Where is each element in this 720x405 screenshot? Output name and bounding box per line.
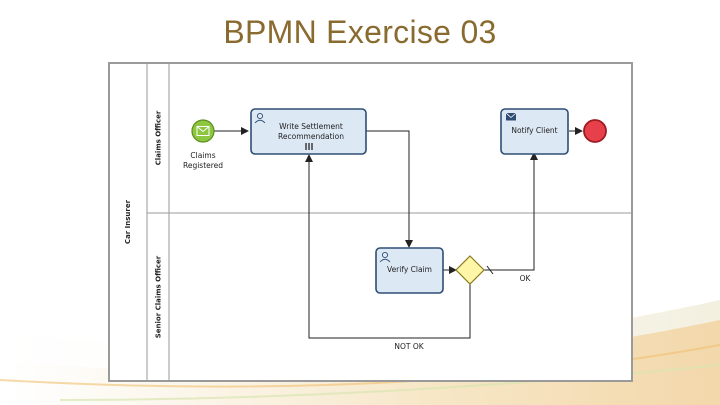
slide-title: BPMN Exercise 03 [223, 14, 497, 50]
send-envelope-icon [505, 112, 517, 121]
envelope-icon [196, 126, 210, 136]
lane-label-senior-claims-officer: Senior Claims Officer [154, 255, 163, 339]
flow-ok [483, 152, 538, 271]
flow-not-ok [305, 154, 471, 339]
user-icon [254, 112, 266, 124]
start-event-label: Claims Registered [182, 151, 224, 170]
lane-label-claims-officer: Claims Officer [154, 110, 163, 166]
task-verify-claim[interactable] [375, 247, 444, 294]
task-verify-claim-label: Verify Claim [387, 265, 432, 274]
flow-write-to-verify [366, 130, 413, 248]
flow-label-ok: OK [519, 274, 531, 283]
parallel-multi-instance-icon [305, 143, 313, 150]
default-flow-marker [486, 265, 494, 275]
pool-border [109, 63, 632, 381]
bpmn-diagram: Car Insurer Claims Officer Senior Claims… [108, 62, 633, 382]
flow-label-not-ok: NOT OK [394, 342, 424, 351]
end-event [583, 119, 607, 143]
task-notify-client[interactable] [500, 108, 569, 155]
task-write-settlement-label: Write Settlement Recommendation [278, 122, 344, 141]
exclusive-gateway [455, 255, 485, 285]
pool-label: Car Insurer [124, 199, 133, 245]
user-icon [379, 251, 391, 263]
task-notify-client-label: Notify Client [511, 126, 558, 135]
diagram-canvas [109, 63, 632, 381]
task-write-settlement[interactable] [250, 108, 367, 155]
